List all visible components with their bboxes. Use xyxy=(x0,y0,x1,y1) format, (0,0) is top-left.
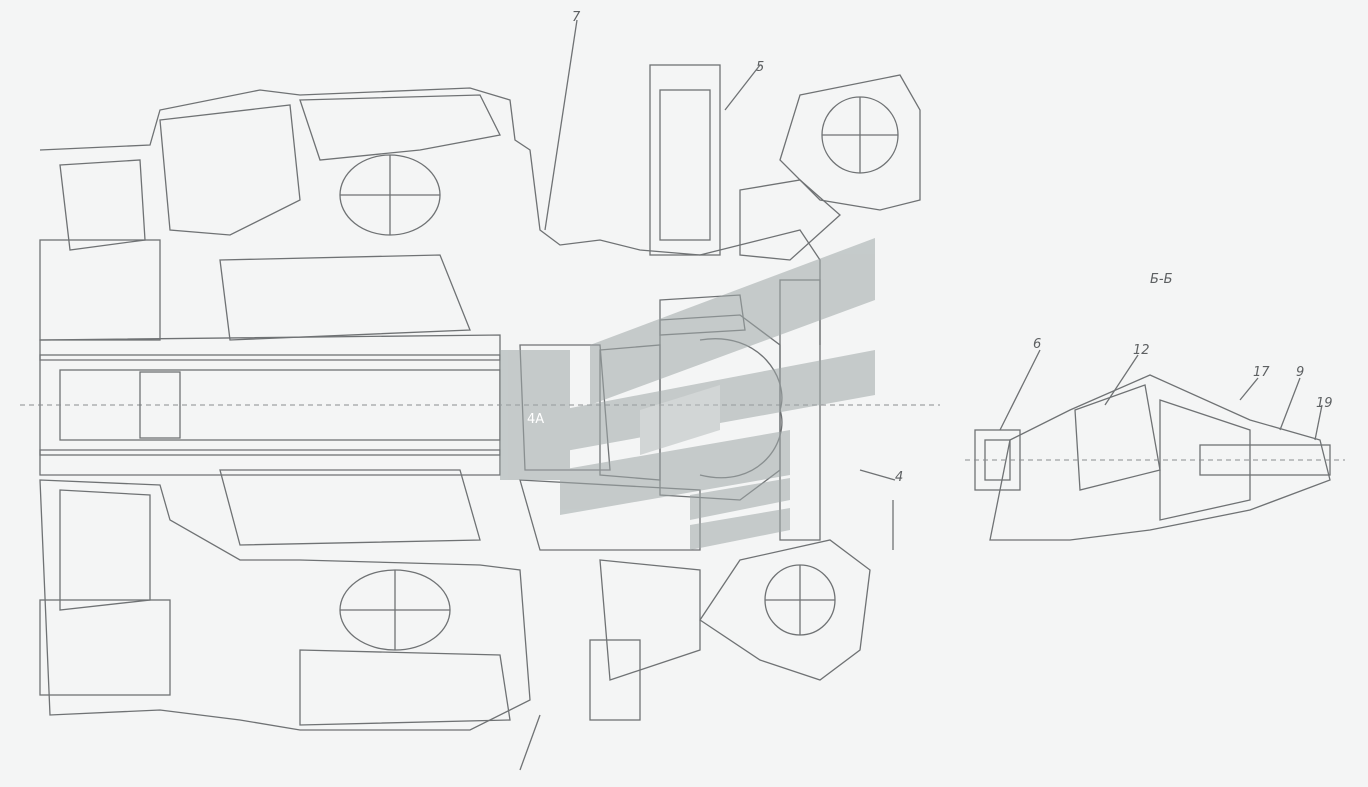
housing-upper xyxy=(39,87,821,345)
leader-lines xyxy=(519,19,896,771)
part-label-g: 19 xyxy=(1316,396,1333,411)
housing-lower xyxy=(39,469,531,731)
part-label-d: 6 xyxy=(1033,337,1042,352)
part-label-a: 5 xyxy=(756,60,765,75)
part-label-e: 17 xyxy=(1253,365,1270,380)
shaft-mark-label: 4A xyxy=(527,412,545,427)
part-label-h: 7 xyxy=(572,10,581,25)
upper-flange xyxy=(649,64,921,261)
section-mark-label: Б-Б xyxy=(1150,272,1173,287)
watermark-logo xyxy=(500,238,875,550)
part-label-c: 12 xyxy=(1133,343,1150,358)
part-label-b: 4 xyxy=(895,470,904,485)
part-label-f: 9 xyxy=(1296,365,1305,380)
lower-flange xyxy=(589,539,871,721)
section-view xyxy=(965,349,1345,541)
